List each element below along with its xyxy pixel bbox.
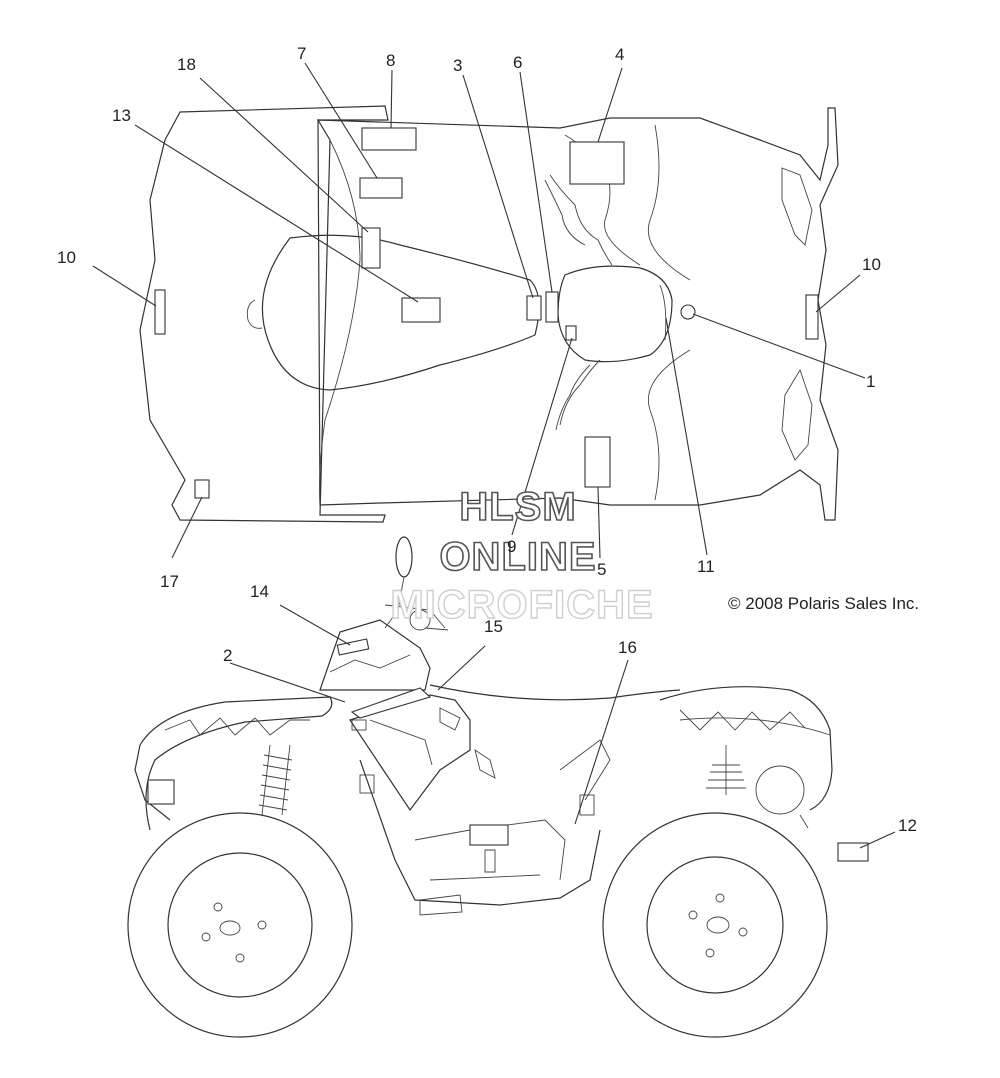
callout-12: 12 (898, 816, 917, 835)
callout-15: 15 (484, 617, 503, 636)
decal-14 (336, 638, 370, 656)
copyright-notice: © 2008 Polaris Sales Inc. (728, 594, 919, 613)
callout-3: 3 (453, 56, 462, 75)
decal-15 (350, 687, 432, 719)
decal-3 (526, 295, 542, 321)
callout-2: 2 (223, 646, 232, 665)
watermark-line3: MICROFICHE (390, 583, 653, 627)
leader-lines (92, 62, 896, 849)
decal-13 (401, 297, 441, 323)
watermark-line2: ONLINE (439, 535, 596, 579)
decal-10-left (154, 289, 166, 335)
callout-7: 7 (297, 44, 306, 63)
callout-labels: 1 2 3 4 5 6 7 8 9 10 10 11 12 13 14 15 1… (57, 44, 917, 835)
callout-14: 14 (250, 582, 269, 601)
decal-6 (545, 291, 559, 323)
watermark: HLSM ONLINE MICROFICHE (390, 484, 654, 628)
decal-12 (837, 842, 869, 862)
decal-8 (361, 127, 417, 151)
callout-13: 13 (112, 106, 131, 125)
callout-5: 5 (597, 560, 606, 579)
callout-8: 8 (386, 51, 395, 70)
decal-10-right (805, 294, 819, 340)
callout-10-right: 10 (862, 255, 881, 274)
decal-7 (359, 177, 403, 199)
callout-1: 1 (866, 372, 875, 391)
decal-9 (565, 325, 577, 341)
decal-5 (584, 436, 611, 488)
decal-16-mount (469, 824, 509, 846)
decal-1 (680, 304, 696, 320)
watermark-line1: HLSM (459, 485, 576, 529)
side-view-vehicle (127, 536, 869, 1038)
decal-17 (194, 479, 210, 499)
callout-4: 4 (615, 45, 624, 64)
top-view-vehicle (139, 105, 839, 523)
decal-18 (361, 227, 381, 269)
callout-6: 6 (513, 53, 522, 72)
callout-16: 16 (618, 638, 637, 657)
tail-light (147, 779, 175, 805)
callout-11: 11 (697, 557, 715, 576)
callout-9: 9 (507, 537, 516, 556)
decal-4 (569, 141, 625, 185)
callout-17: 17 (160, 572, 179, 591)
callout-10-left: 10 (57, 248, 76, 267)
callout-18: 18 (177, 55, 196, 74)
